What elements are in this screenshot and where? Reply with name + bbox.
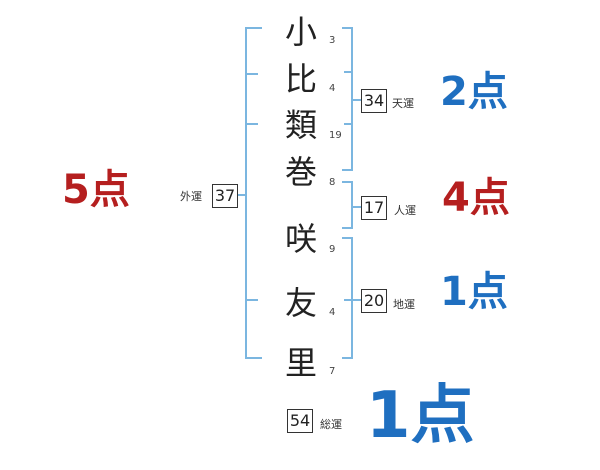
stroke-count-1: 3 [329,35,336,46]
stroke-count-3: 19 [329,130,342,141]
name-char-5: 咲 [284,220,317,258]
jinun-points: 4点 [442,175,510,221]
stroke-count-5: 9 [329,244,336,255]
tenun-label: 天運 [392,97,414,110]
stroke-count-6: 4 [329,307,336,318]
chiun-label: 地運 [393,298,415,311]
chiun-points: 1点 [440,269,508,315]
gaiun-points: 5点 [62,167,130,213]
name-char-1: 小 [284,13,317,51]
gaiun-value-box: 37 [212,184,238,208]
name-char-4: 巻 [284,153,317,191]
name-char-7: 里 [284,344,317,382]
souun-label: 総運 [320,418,342,431]
jinun-label: 人運 [394,204,416,217]
name-char-3: 類 [284,106,317,144]
tenun-points: 2点 [440,69,508,115]
chiun-value-box: 20 [361,289,387,313]
stroke-count-2: 4 [329,83,336,94]
gaiun-label: 外運 [180,190,202,203]
souun-points: 1点 [366,379,475,453]
name-char-2: 比 [284,60,317,98]
stroke-count-4: 8 [329,177,336,188]
souun-value-box: 54 [287,409,313,433]
name-char-6: 友 [284,284,317,322]
tenun-value-box: 34 [361,89,387,113]
stroke-count-7: 7 [329,366,336,377]
jinun-value-box: 17 [361,196,387,220]
